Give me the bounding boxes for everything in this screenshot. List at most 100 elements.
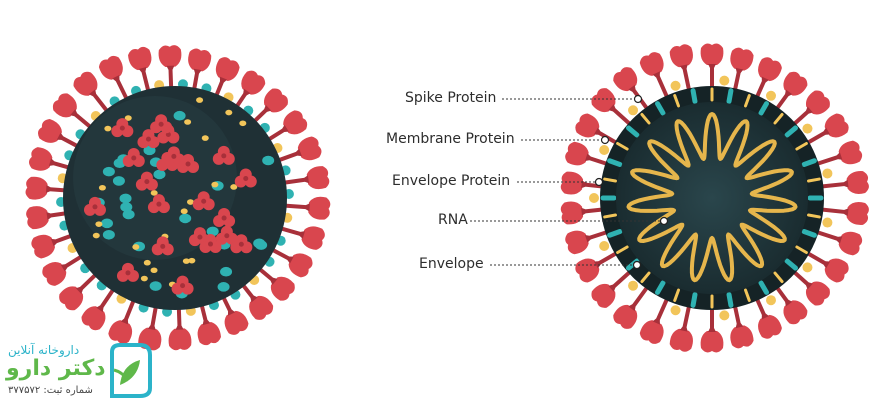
right-spike-head-body <box>560 201 584 225</box>
left-spike-head <box>224 309 249 335</box>
left-spike-head <box>188 48 212 74</box>
right-spike-head-body <box>758 57 782 82</box>
left-surface-spike-core <box>221 153 227 159</box>
left-surface-spike-core <box>171 153 177 159</box>
left-spike-head-body <box>197 321 221 346</box>
left-teal-protein <box>119 193 132 204</box>
right-spike-head-base <box>785 89 793 97</box>
right-outer-dot <box>802 262 813 273</box>
left-spike-head <box>108 318 133 344</box>
left-spike-head <box>98 55 123 82</box>
left-spike-head-base <box>166 65 175 70</box>
right-spike-head-body <box>838 140 863 165</box>
right-membrane-protein <box>773 271 784 283</box>
right-spike-head-body <box>824 258 849 283</box>
right-membrane-protein <box>744 288 751 302</box>
right-spike-head-body <box>639 320 664 344</box>
right-spike-head-body <box>824 113 849 138</box>
left-spike-head-body <box>168 328 192 351</box>
left-yellow-protein <box>211 181 219 188</box>
right-membrane-protein <box>690 88 698 104</box>
left-spike-head <box>138 325 162 351</box>
right-membrane-protein <box>807 177 821 183</box>
left-spike-stalk <box>113 74 130 103</box>
left-spike-head-base <box>243 88 251 96</box>
right-membrane-protein <box>801 158 817 167</box>
right-membrane-protein <box>616 245 629 254</box>
left-spike-head <box>26 206 52 230</box>
left-spike-head-body <box>264 88 288 113</box>
right-spike-head-body <box>669 328 693 352</box>
right-spike-stalk <box>654 296 670 326</box>
left-surface-spike <box>147 194 170 214</box>
right-spike-head-body <box>805 90 830 115</box>
right-spike-head-base <box>735 323 744 329</box>
right-spike-head <box>591 88 616 113</box>
right-spike-head-base <box>628 304 636 312</box>
right-spike-stalk <box>629 284 650 311</box>
right-membrane-protein <box>673 94 680 108</box>
right-spike-head-base <box>652 318 660 325</box>
left-spike-stalk <box>149 302 159 332</box>
right-outer-dot <box>599 145 610 156</box>
left-spike-head <box>282 110 308 135</box>
right-outer-dot <box>766 90 776 101</box>
logo-frame <box>110 343 152 398</box>
left-spike-head <box>81 305 106 331</box>
right-spike-head-body <box>730 47 754 71</box>
right-spike-head-body <box>730 325 754 349</box>
left-teal-protein <box>120 202 133 212</box>
left-spike-head-body <box>308 196 331 220</box>
left-surface-spike-core <box>208 241 214 247</box>
right-spike-head <box>843 202 869 225</box>
right-spike-head-base <box>805 282 813 290</box>
left-spike-head-body <box>108 320 133 344</box>
left-teal-protein <box>255 240 268 250</box>
right-spike-head-base <box>761 76 769 83</box>
left-surface-spike-core <box>201 198 207 204</box>
left-yellow-protein <box>186 199 194 205</box>
leader-spike-endpoint <box>633 94 643 104</box>
left-spike-head <box>287 253 313 278</box>
right-spike-head-body <box>783 71 808 96</box>
right-spike-head-base <box>652 71 660 78</box>
label-envelope-protein: Envelope Protein <box>392 173 511 189</box>
left-teal-protein <box>153 169 166 180</box>
left-spike-head-base <box>112 74 120 82</box>
right-spike-stalk <box>609 269 633 291</box>
left-spike-head <box>249 295 274 320</box>
left-spike-head <box>52 93 78 118</box>
left-teal-protein <box>102 229 115 240</box>
right-spike-head-base <box>593 127 601 135</box>
right-membrane-protein <box>603 177 617 183</box>
right-membrane-protein <box>616 142 629 151</box>
right-spike-stalk <box>681 303 692 333</box>
right-outer-dot <box>670 80 681 91</box>
right-spike-head-body <box>838 231 863 256</box>
left-teal-protein <box>220 266 233 277</box>
right-spike-head-body <box>669 44 693 68</box>
left-yellow-protein <box>140 275 148 282</box>
left-spike-stalk <box>168 63 174 93</box>
right-spike-head-base <box>581 207 586 216</box>
left-spike-head-body <box>42 261 67 286</box>
right-spike-head-body <box>575 113 600 138</box>
left-teal-protein <box>102 166 115 177</box>
left-teal-protein <box>173 110 186 121</box>
right-spike-head-base <box>584 235 591 243</box>
label-envelope: Envelope <box>419 256 484 272</box>
right-membrane-protein <box>603 213 617 219</box>
left-yellow-protein <box>132 244 140 250</box>
left-spike-head <box>25 176 51 200</box>
label-leader-lines <box>470 94 669 270</box>
left-spike-stalk <box>268 246 294 263</box>
left-spike-head-body <box>128 46 152 71</box>
right-spike-head <box>613 304 638 329</box>
right-membrane-protein <box>744 94 751 108</box>
left-yellow-protein <box>180 208 188 215</box>
right-spike-head-body <box>613 67 638 92</box>
left-spike-head-body <box>301 226 325 250</box>
left-spike-head-base <box>202 319 211 326</box>
left-yellow-protein <box>104 125 112 132</box>
